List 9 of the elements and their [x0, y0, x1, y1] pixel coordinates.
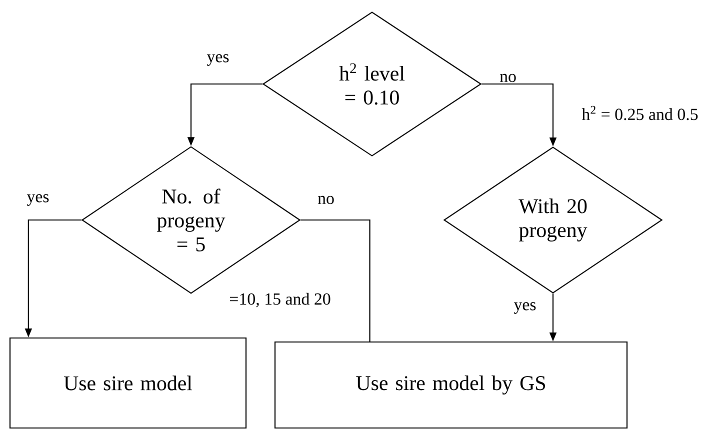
process-box: Use sire model — [9, 337, 247, 429]
edge-label: no — [316, 194, 336, 206]
edge-label: no — [498, 72, 518, 84]
branch-condition: h$^{2}$ = 0.25 and 0.5 — [580, 104, 700, 122]
edge-label: yes — [206, 53, 230, 67]
edge-label: yes — [512, 301, 538, 315]
edge-label: yes — [26, 193, 50, 207]
branch-condition: =10, 15 and 20 — [228, 292, 332, 308]
process-box: Use sire model by GS — [274, 341, 628, 429]
